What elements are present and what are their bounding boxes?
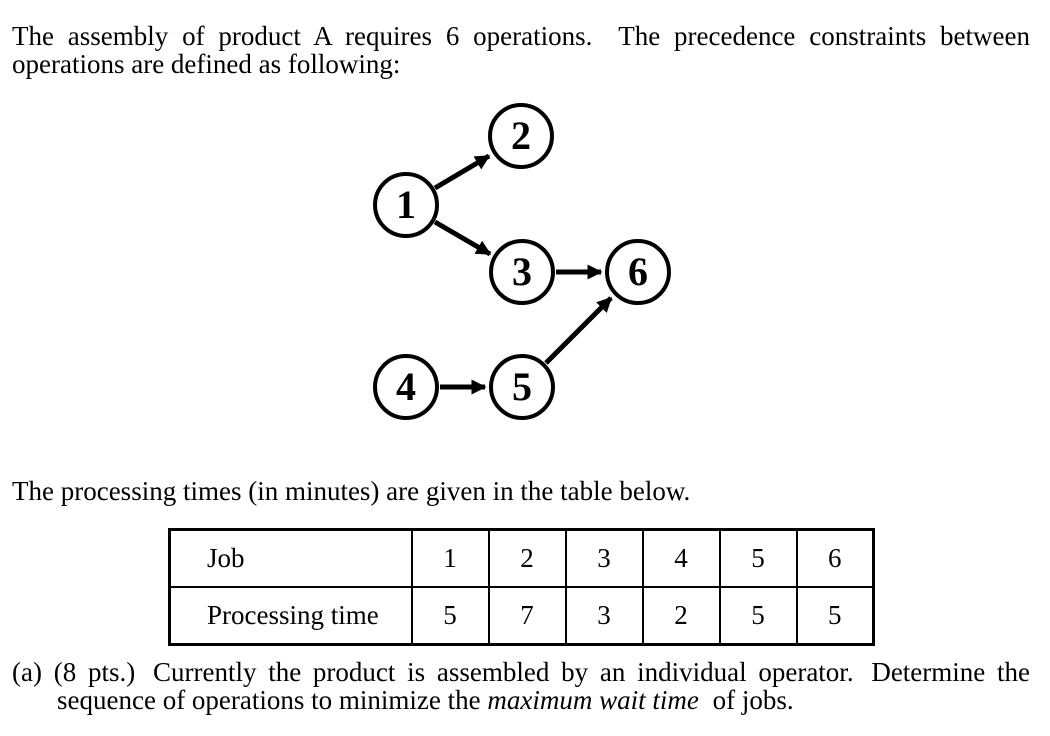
processing-time-table: Job 1 2 3 4 5 6 Processing time 5 7 3 2 …	[168, 528, 875, 646]
job-cell-5: 5	[718, 528, 798, 588]
question-a-line-2-pre: sequence of operations to minimize the	[57, 685, 481, 715]
intro-sentence-2: The precedence constraints between	[618, 21, 1030, 51]
job-cell-6: 6	[795, 528, 875, 588]
job-row-header: Job	[168, 528, 413, 588]
diagram-node-1: 1	[373, 172, 439, 238]
job-cell-2: 2	[487, 528, 567, 588]
diagram-node-4: 4	[373, 354, 439, 420]
table-row-job: Job 1 2 3 4 5 6	[168, 528, 875, 588]
table-row-processing-time: Processing time 5 7 3 2 5 5	[168, 586, 875, 646]
node-1-label: 1	[396, 182, 416, 227]
question-a-italic-phrase: maximum wait time	[487, 685, 699, 715]
job-cell-4: 4	[641, 528, 721, 588]
processing-time-cell-5: 5	[718, 586, 798, 646]
question-a-sentence-2-start: Determine the	[871, 657, 1031, 687]
diagram-node-5: 5	[489, 354, 555, 420]
node-3-label: 3	[512, 249, 532, 294]
table-caption-text: The processing times (in minutes) are gi…	[12, 476, 691, 506]
question-a-points: (8 pts.)	[53, 657, 136, 687]
job-cell-1: 1	[410, 528, 490, 588]
intro-paragraph: The assembly of product A requires 6 ope…	[12, 22, 1030, 78]
intro-line-1: The assembly of product A requires 6 ope…	[12, 22, 1030, 50]
processing-time-cell-2: 7	[487, 586, 567, 646]
node-5-label: 5	[512, 364, 532, 409]
intro-line-2-text: operations are defined as following:	[12, 49, 401, 79]
question-a-line-1: (a) (8 pts.) Currently the product is as…	[12, 658, 1030, 686]
processing-time-cell-3: 3	[564, 586, 644, 646]
node-4-label: 4	[396, 364, 416, 409]
processing-time-cell-6: 5	[795, 586, 875, 646]
node-6-label: 6	[628, 249, 648, 294]
edge-1-2-arrow	[433, 153, 491, 191]
question-a-sentence-1: Currently the product is assembled by an…	[152, 657, 854, 687]
intro-line-2: operations are defined as following:	[12, 50, 1030, 78]
edge-5-6-arrow	[544, 296, 613, 365]
job-cell-3: 3	[564, 528, 644, 588]
diagram-node-6: 6	[605, 239, 671, 305]
question-a-marker: (a)	[12, 657, 42, 687]
node-2-label: 2	[511, 113, 531, 158]
question-a-line-2-post: of jobs.	[712, 685, 794, 715]
processing-time-cell-1: 5	[410, 586, 490, 646]
diagram-node-3: 3	[489, 239, 555, 305]
processing-time-cell-4: 2	[641, 586, 721, 646]
diagram-node-2: 2	[488, 103, 554, 169]
question-a-paragraph: (a) (8 pts.) Currently the product is as…	[12, 658, 1030, 714]
edge-1-3-arrow	[433, 219, 492, 257]
table-caption-paragraph: The processing times (in minutes) are gi…	[12, 477, 1030, 505]
intro-sentence-1: The assembly of product A requires 6 ope…	[12, 21, 593, 51]
processing-time-row-header: Processing time	[168, 586, 413, 646]
question-a-line-2: sequence of operations to minimize the m…	[12, 686, 1030, 714]
